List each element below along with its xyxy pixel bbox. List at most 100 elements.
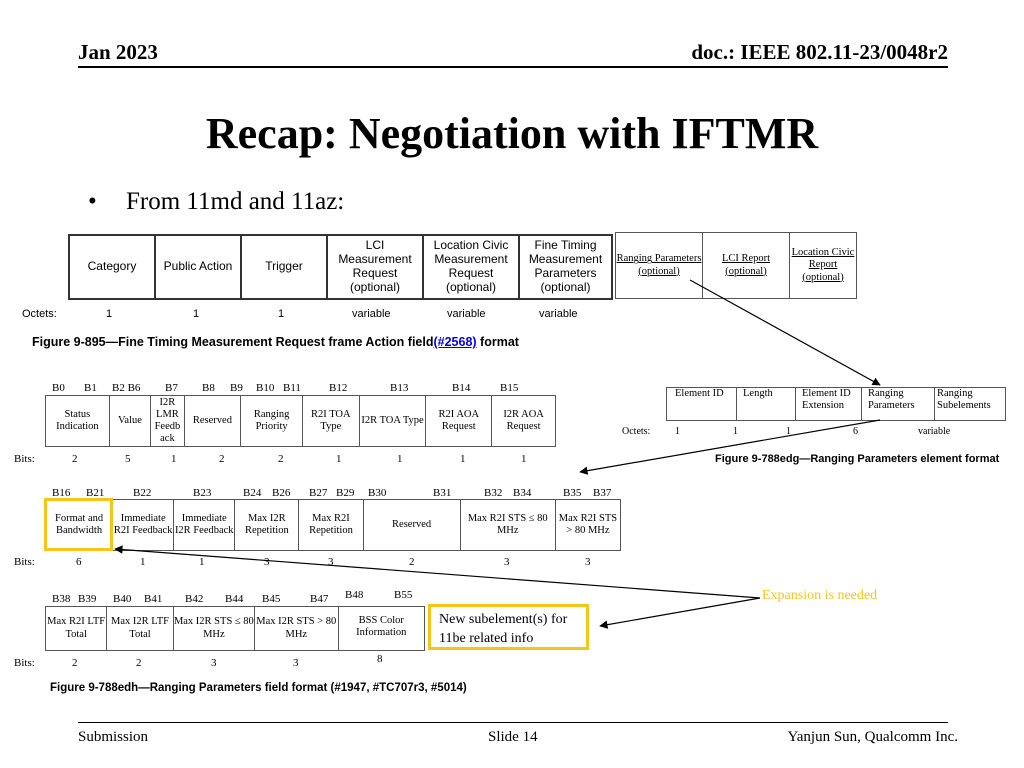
bit-label: B55 [394,589,413,601]
bit-label: B44 [225,593,244,605]
bits-value: 2 [72,453,78,465]
field-i2r-aoa-request: I2R AOA Request [491,395,556,447]
bit-label: B22 [133,487,152,499]
octets-value: variable [352,308,391,320]
bits-value: 2 [219,453,225,465]
bits-value: 1 [397,453,403,465]
bits-label: Bits: [14,556,35,568]
field-ranging-priority: Ranging Priority [240,395,303,447]
footer-author: Yanjun Sun, Qualcomm Inc. [787,729,958,745]
bits-value: 2 [136,657,142,669]
rp-field-length: Length [736,387,796,421]
bit-label: B0 [52,382,65,394]
bits-value: 3 [264,556,270,568]
bit-label: B10 [256,382,275,394]
bits-value: 6 [76,556,82,568]
subelement-civic-report: Location Civic Report (optional) [789,232,857,299]
bits-value: 1 [521,453,527,465]
bit-label: B32 [484,487,503,499]
bit-label: B41 [144,593,163,605]
field-value: Value [108,395,152,447]
arrow-ranging-to-element [689,279,881,386]
bit-label: B27 [309,487,328,499]
bits-value: 1 [336,453,342,465]
subelement-lci-report: LCI Report (optional) [702,232,790,299]
rp-field-element-id: Element ID [666,387,737,421]
bit-label: B47 [310,593,329,605]
bit-label: B34 [513,487,532,499]
bits-value: 1 [460,453,466,465]
rp-octets-value: 1 [786,426,791,437]
bit-label: B12 [329,382,348,394]
bit-label: B8 [202,382,215,394]
field-max-i2r-ltf-total: Max I2R LTF Total [106,606,174,651]
bit-label: B31 [433,487,452,499]
bits-value: 1 [171,453,177,465]
new-subelement-callout: New subelement(s) for 11be related info [428,604,589,650]
octets-value: 1 [278,308,285,320]
bits-value: 2 [72,657,78,669]
bits-value: 2 [278,453,284,465]
bit-label: B39 [78,593,97,605]
ranging-params-row3-table: Max R2I LTF Total Max I2R LTF Total Max … [44,606,426,651]
caption-link[interactable]: (#2568) [433,335,477,349]
ranging-parameters-element-table: Element ID Length Element ID Extension R… [666,387,1006,421]
bits-value: 1 [199,556,205,568]
bit-label: B29 [336,487,355,499]
figure-caption-rp-field: Figure 9-788edh—Ranging Parameters field… [50,682,467,694]
octets-value: variable [539,308,578,320]
bullet-icon: • [88,188,97,215]
bits-value: 3 [328,556,334,568]
bit-label: B14 [452,382,471,394]
bit-label: B11 [283,382,301,394]
header-doc-id: doc.: IEEE 802.11-23/0048r2 [691,40,948,64]
bit-label: B16 [52,487,71,499]
arrow-expansion-to-format [114,545,761,599]
bits-label: Bits: [14,453,35,465]
figure-caption-rp-element: Figure 9-788edg—Ranging Parameters eleme… [715,453,1000,465]
field-bss-color-information: BSS Color Information [337,606,426,651]
bit-label: B48 [345,589,364,601]
bit-label: B13 [390,382,409,394]
octets-value: 1 [193,308,200,320]
field-max-r2i-repetition: Max R2I Repetition [298,499,364,551]
slide-title: Recap: Negotiation with IFTMR [205,109,819,158]
field-lci-request: LCI Measurement Request (optional) [326,234,424,300]
rp-octets-value: 6 [853,426,858,437]
header-date: Jan 2023 [78,40,158,64]
rp-field-element-id-extension: Element ID Extension [795,387,862,421]
bits-value: 3 [211,657,217,669]
footer-submission: Submission [78,729,149,745]
bit-label: B15 [500,382,519,394]
bit-label: B1 [84,382,97,394]
bit-label: B30 [368,487,387,499]
octets-label: Octets: [22,308,57,320]
field-max-r2i-sts-le-80: Max R2I STS ≤ 80 MHz [459,499,556,551]
field-status-indication: Status Indication [45,395,110,447]
bit-label: B7 [165,382,178,394]
octets-value: variable [447,308,486,320]
field-ftm-parameters: Fine Timing Measurement Parameters (opti… [518,234,613,300]
footer-divider [78,722,948,723]
footer-slide-number: Slide 14 [488,729,538,745]
rp-field-ranging-subelements: Ranging Subelements [934,387,1006,421]
field-category: Category [68,234,156,300]
bit-label: B24 [243,487,262,499]
field-max-r2i-ltf-total: Max R2I LTF Total [44,606,108,651]
field-max-i2r-repetition: Max I2R Repetition [234,499,300,551]
figure-caption-ftm: Figure 9-895—Fine Timing Measurement Req… [32,335,519,349]
ranging-params-row2-table: Format and Bandwidth Immediate R2I Feedb… [44,499,622,551]
bit-label: B21 [86,487,105,499]
field-max-i2r-sts-le-80: Max I2R STS ≤ 80 MHz [172,606,256,651]
highlight-format-bandwidth [44,498,113,551]
rp-octets-label: Octets: [622,426,651,437]
bit-label: B38 [52,593,71,605]
bit-label: B26 [272,487,291,499]
expansion-needed-label: Expansion is needed [762,588,878,603]
octets-value: 1 [106,308,113,320]
field-i2r-lmr-feedback: I2R LMR Feedb ack [150,395,185,447]
subelements-table: Ranging Parameters (optional) LCI Report… [615,232,857,299]
bits-value: 3 [504,556,510,568]
arrow-expansion-to-subelement [599,597,761,629]
bits-value: 3 [585,556,591,568]
